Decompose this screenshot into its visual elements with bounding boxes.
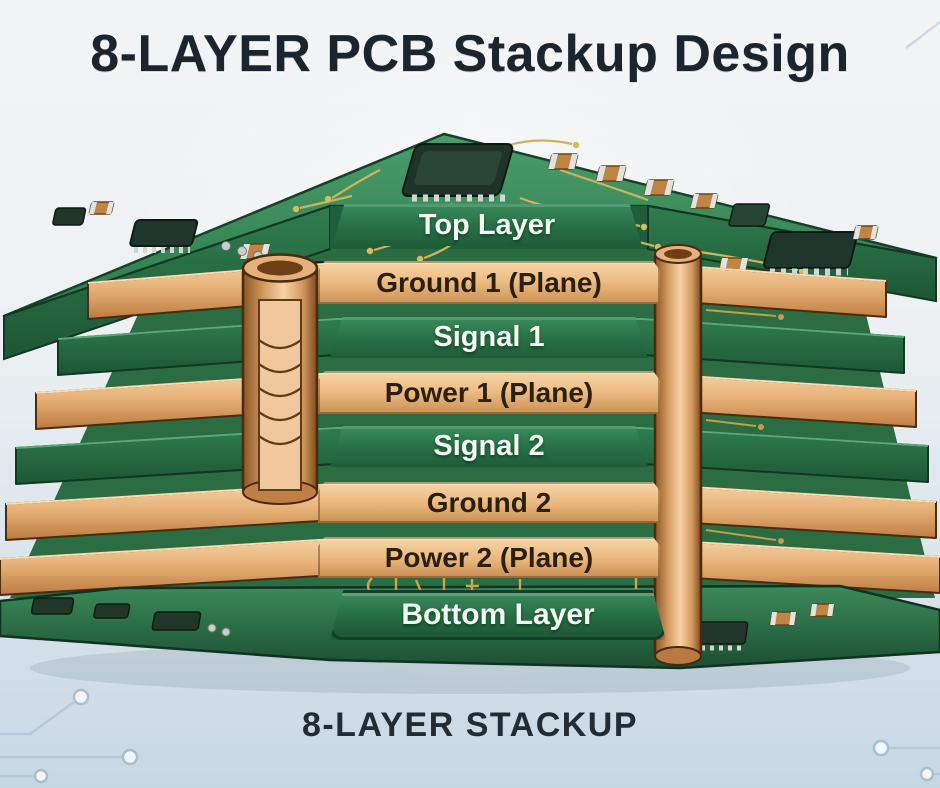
bottom-board-components [30,597,835,651]
layer-band-signal-2: Signal 2 [330,426,648,467]
layer-label: Signal 1 [433,321,545,353]
layer-label: Top Layer [418,208,556,241]
soic-chip-left [129,219,199,253]
layer-band-ground-1: Ground 1 (Plane) [318,261,660,304]
capacitors [88,153,879,275]
layer-label: Bottom Layer [401,598,595,631]
layer-band-bottom-layer: Bottom Layer [330,590,666,640]
layer-band-signal-1: Signal 1 [330,317,648,358]
layer-band-ground-2: Ground 2 [318,482,660,523]
soic-chip-right [763,231,858,276]
via-left [241,253,319,505]
chip-small-2 [728,203,771,227]
background-circuit-decoration [0,21,940,784]
transistor [52,207,87,226]
layer-band-top-layer: Top Layer [332,204,642,246]
via-right [653,244,703,666]
qfp-chip [401,143,514,202]
layer-label: Power 2 (Plane) [384,541,594,573]
layer-band-power-1: Power 1 (Plane) [318,371,660,414]
page-title: 8-LAYER PCB Stackup Design [90,25,850,83]
stackup-caption: 8-LAYER STACKUP [301,706,639,744]
layer-band-power-2: Power 2 (Plane) [318,537,660,578]
layer-label: Ground 1 (Plane) [376,266,602,298]
layer-label: Signal 2 [433,430,545,462]
layer-label: Power 1 (Plane) [384,376,594,408]
top-board-pads [292,141,806,275]
layer-label: Ground 2 [426,486,552,518]
